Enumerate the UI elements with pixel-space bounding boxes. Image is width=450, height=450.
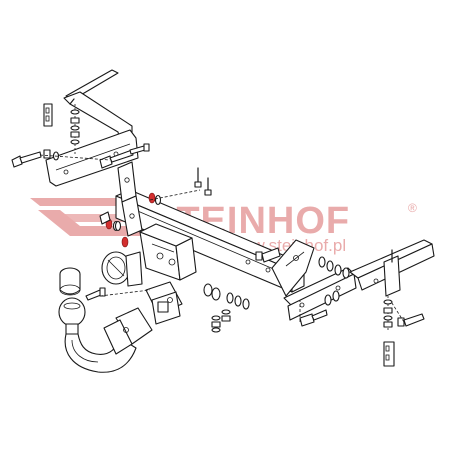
assembly-leader-lines [39, 154, 405, 323]
neck-coupling-block [103, 307, 153, 355]
washer-stack-right-beam [318, 256, 350, 279]
center-mount-block [139, 223, 197, 281]
bolt-beam-center-top [255, 247, 281, 263]
bolt-vertical-center [194, 167, 212, 196]
left-mounting-bracket [45, 69, 139, 187]
highlighted-washer-1 [148, 192, 162, 206]
bolt-left-3 [99, 149, 134, 169]
right-mounting-bracket [349, 239, 435, 297]
bolt-beam-left [99, 211, 122, 232]
beam-left-bracket [117, 161, 143, 237]
bolt-stack-left-top [70, 104, 80, 156]
electric-socket [101, 251, 143, 287]
bolt-left-1 [11, 151, 42, 168]
bolt-socket-small [85, 287, 106, 301]
nut-washer-center-beam [203, 283, 250, 310]
coupling-lock [145, 281, 183, 325]
bolt-stack-right-bottom [383, 296, 393, 332]
socket-cover-cap [59, 267, 81, 296]
beam-right-bracket [271, 239, 315, 297]
highlighted-washer-2 [121, 236, 129, 248]
bolt-stack-lower-center [211, 309, 231, 333]
brand-registered-mark: ® [408, 201, 417, 215]
bolt-right-1 [397, 313, 425, 327]
bolt-right-3 [324, 290, 340, 306]
spacer-plate-right [383, 341, 395, 367]
bolt-top-center [129, 143, 150, 155]
bolt-right-2 [299, 309, 328, 327]
spacer-plate-left [43, 103, 53, 127]
tow-ball [58, 297, 86, 335]
